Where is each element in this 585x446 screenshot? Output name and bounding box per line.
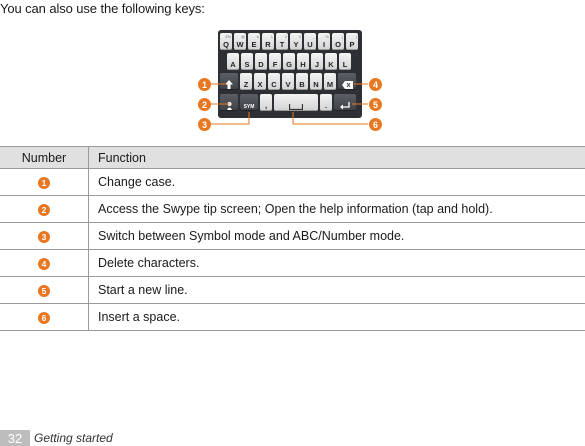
column-header-function: Function bbox=[88, 146, 585, 169]
table-header-row: Number Function bbox=[0, 146, 585, 169]
key-b: B bbox=[296, 73, 308, 90]
key-m: M bbox=[324, 73, 336, 90]
function-text: Change case. bbox=[88, 168, 585, 196]
callout-1: 1 bbox=[198, 78, 211, 91]
function-text: Start a new line. bbox=[88, 276, 585, 304]
key-h: H bbox=[297, 53, 309, 70]
keyboard-row-4: SYM , . bbox=[220, 94, 356, 112]
number-badge: 5 bbox=[38, 284, 50, 297]
space-key bbox=[274, 94, 318, 111]
enter-arrow-icon bbox=[340, 102, 350, 110]
key-a: A bbox=[227, 53, 239, 70]
keyboard-row-3: Z X C V B N M bbox=[220, 73, 356, 91]
callout-4: 4 bbox=[369, 78, 382, 91]
function-text: Insert a space. bbox=[88, 303, 585, 331]
number-badge: 2 bbox=[38, 203, 50, 216]
function-text: Access the Swype tip screen; Open the he… bbox=[88, 195, 585, 223]
enter-key bbox=[334, 94, 356, 111]
table-row: 4 Delete characters. bbox=[0, 249, 585, 277]
section-title: Getting started bbox=[34, 431, 113, 445]
table-row: 5 Start a new line. bbox=[0, 276, 585, 304]
key-c: C bbox=[268, 73, 280, 90]
key-f: F bbox=[269, 53, 281, 70]
key-u: _U bbox=[304, 33, 316, 50]
callout-5: 5 bbox=[369, 98, 382, 111]
callout-2: 2 bbox=[198, 98, 211, 111]
key-z: Z bbox=[240, 73, 252, 90]
number-badge: 4 bbox=[38, 257, 50, 270]
key-o: (O bbox=[332, 33, 344, 50]
column-header-number: Number bbox=[0, 146, 89, 169]
callout-3: 3 bbox=[198, 118, 211, 131]
intro-text: You can also use the following keys: bbox=[0, 1, 205, 16]
function-text: Delete characters. bbox=[88, 249, 585, 277]
key-k: K bbox=[325, 53, 337, 70]
key-l: L bbox=[339, 53, 351, 70]
number-badge: 3 bbox=[38, 230, 50, 243]
sym-key: SYM bbox=[240, 94, 258, 111]
delete-key bbox=[338, 73, 356, 90]
table-row: 3 Switch between Symbol mode and ABC/Num… bbox=[0, 222, 585, 250]
comma-key: , bbox=[260, 94, 272, 111]
backspace-icon bbox=[341, 81, 353, 89]
shift-key bbox=[220, 73, 238, 90]
page-number: 32 bbox=[0, 430, 30, 446]
key-s: S bbox=[241, 53, 253, 70]
table-row: 2 Access the Swype tip screen; Open the … bbox=[0, 195, 585, 223]
keyboard-row-2: A S D F G H J K L bbox=[227, 53, 351, 71]
key-v: V bbox=[282, 73, 294, 90]
key-p: )P bbox=[346, 33, 358, 50]
key-j: J bbox=[311, 53, 323, 70]
key-function-table: Number Function 1 Change case. 2 Access … bbox=[0, 146, 585, 331]
key-x: X bbox=[254, 73, 266, 90]
key-n: N bbox=[310, 73, 322, 90]
shift-arrow-icon bbox=[225, 80, 233, 89]
callout-leader-lines bbox=[210, 83, 368, 125]
table-row: 1 Change case. bbox=[0, 168, 585, 196]
key-i: %I bbox=[318, 33, 330, 50]
key-g: G bbox=[283, 53, 295, 70]
period-key: . bbox=[320, 94, 332, 111]
number-badge: 1 bbox=[38, 176, 50, 189]
table-row: 6 Insert a space. bbox=[0, 303, 585, 331]
number-badge: 6 bbox=[38, 311, 50, 324]
space-bar-icon bbox=[289, 104, 303, 110]
key-e: #E bbox=[248, 33, 260, 50]
callout-6: 6 bbox=[369, 118, 382, 131]
key-d: D bbox=[255, 53, 267, 70]
function-text: Switch between Symbol mode and ABC/Numbe… bbox=[88, 222, 585, 250]
key-w: @W bbox=[234, 33, 246, 50]
